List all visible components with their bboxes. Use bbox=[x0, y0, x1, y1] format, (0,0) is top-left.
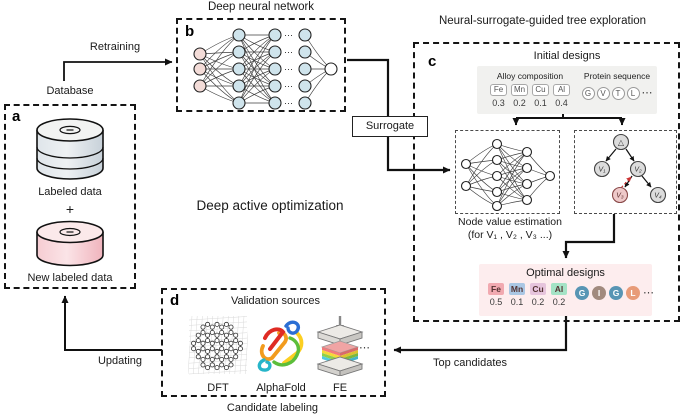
panel-c-box: c Initial designs Alloy composition Fe 0.… bbox=[413, 42, 680, 322]
svg-text:⋯: ⋯ bbox=[284, 30, 293, 40]
alloy-chip: Fe bbox=[490, 84, 507, 96]
protein-residue: L bbox=[626, 87, 640, 100]
validation-sources-title: Validation sources bbox=[230, 295, 321, 307]
protein-residue: V bbox=[596, 87, 610, 100]
optimal-residue-circle: G bbox=[575, 286, 589, 300]
optimal-residue-circle: G bbox=[609, 286, 623, 300]
candidate-labeling-caption: Candidate labeling bbox=[226, 402, 319, 414]
initial-designs-title: Initial designs bbox=[533, 50, 601, 62]
source-label-fe: FE bbox=[332, 382, 348, 394]
alloy-value: 0.3 bbox=[492, 98, 505, 108]
tree-node-label: V₄ bbox=[654, 193, 662, 200]
fe-press-icon bbox=[316, 316, 364, 376]
optimal-element-value: 0.1 bbox=[510, 297, 524, 307]
tree-node bbox=[649, 186, 667, 204]
node-value-estimation-caption: Node value estimation (for V₁ , V₂ , V₃ … bbox=[435, 216, 585, 242]
optimal-element-chip: Al bbox=[551, 283, 567, 295]
tree-edge bbox=[625, 148, 635, 162]
tree-diagram: △ V₁ V₂ V₃ V₄ bbox=[593, 133, 667, 204]
new-labeled-data-label: New labeled data bbox=[27, 272, 113, 284]
deep-active-optimization-label: Deep active optimization bbox=[196, 198, 344, 213]
alloy-composition-label: Alloy composition bbox=[496, 71, 564, 81]
retraining-label: Retraining bbox=[89, 41, 141, 53]
source-label-dft: DFT bbox=[207, 382, 229, 394]
alloy-chip: Al bbox=[553, 84, 570, 96]
optimal-element-chip: Cu bbox=[530, 283, 546, 295]
tree-node-label: V₂ bbox=[634, 167, 642, 174]
tree-box: △ V₁ V₂ V₃ V₄ bbox=[574, 130, 677, 214]
source-label-alphafold: AlphaFold bbox=[256, 382, 306, 394]
optimal-designs-title: Optimal designs bbox=[526, 267, 605, 279]
dft-lattice-icon bbox=[188, 315, 248, 375]
panel-b-box: b ⋯ ⋯ ⋯ ⋯ ⋯ bbox=[176, 18, 346, 112]
svg-text:⋯: ⋯ bbox=[284, 81, 293, 91]
alloy-value: 0.4 bbox=[555, 98, 568, 108]
optimal-protein-group: G I G L ⋯ bbox=[575, 286, 654, 300]
initial-designs-box: Alloy composition Fe 0.3 Mn 0.2 Cu 0.1 Al 0.… bbox=[477, 66, 657, 114]
updating-arrow bbox=[61, 295, 162, 351]
sources-ellipsis: ⋯ bbox=[359, 342, 370, 354]
svg-text:⋯: ⋯ bbox=[284, 98, 293, 108]
optimal-residue-circle: I bbox=[592, 286, 606, 300]
plus-sign: + bbox=[65, 201, 75, 217]
alloy-chip: Cu bbox=[532, 84, 549, 96]
tree-root-node bbox=[612, 133, 630, 151]
panel-a-letter: a bbox=[12, 108, 21, 125]
tree-edge bbox=[641, 175, 652, 188]
panel-d-letter: d bbox=[170, 292, 180, 309]
protein-residue: T bbox=[611, 87, 625, 100]
protein-ellipsis: ⋯ bbox=[641, 87, 653, 99]
retraining-arrow bbox=[63, 58, 173, 81]
neural-network-diagram: ⋯ ⋯ ⋯ ⋯ ⋯ bbox=[193, 28, 338, 110]
tree-root-symbol: △ bbox=[618, 138, 625, 147]
alphafold-protein-icon bbox=[257, 320, 304, 372]
alloy-composition-group: Alloy composition Fe 0.3 Mn 0.2 Cu 0.1 Al 0.… bbox=[481, 71, 579, 108]
panel-c-letter: c bbox=[428, 53, 437, 70]
new-data-cylinder-icon bbox=[36, 220, 104, 267]
tree-node-selected bbox=[611, 186, 629, 204]
tree-node bbox=[593, 160, 611, 178]
tree-backprop-edge bbox=[620, 176, 632, 189]
deep-neural-network-title: Deep neural network bbox=[207, 1, 315, 13]
database-stack-icon bbox=[36, 118, 104, 180]
panel-a-box: a Labeled data + New labeled data bbox=[4, 104, 136, 289]
database-label: Database bbox=[46, 85, 94, 97]
svg-text:⋯: ⋯ bbox=[284, 64, 293, 74]
top-candidates-label: Top candidates bbox=[433, 357, 507, 369]
alloy-chip: Mn bbox=[511, 84, 528, 96]
optimal-element-value: 0.2 bbox=[552, 297, 566, 307]
protein-sequence-label: Protein sequence bbox=[583, 71, 651, 81]
updating-label: Updating bbox=[97, 355, 143, 367]
node-value-line2: (for V₁ , V₂ , V₃ ...) bbox=[467, 229, 553, 242]
labeled-data-label: Labeled data bbox=[38, 186, 102, 198]
optimal-alloy-group: Fe 0.5 Mn 0.1 Cu 0.2 Al 0.2 bbox=[487, 283, 568, 307]
tree-edge bbox=[605, 148, 617, 162]
node-value-line1: Node value estimation bbox=[458, 216, 562, 228]
protein-residue: G bbox=[581, 87, 595, 100]
optimal-residue-circle: L bbox=[626, 286, 640, 300]
protein-sequence-group: Protein sequence G V T L ⋯ bbox=[579, 71, 655, 100]
optimal-element-value: 0.2 bbox=[531, 297, 545, 307]
tree-node-label: V₃ bbox=[616, 193, 624, 200]
optimal-element-chip: Fe bbox=[488, 283, 504, 295]
surrogate-box: Surrogate bbox=[352, 116, 428, 137]
optimal-ellipsis: ⋯ bbox=[643, 286, 654, 299]
alloy-value: 0.1 bbox=[534, 98, 547, 108]
tree-node-label: V₁ bbox=[599, 167, 607, 174]
node-estimation-box bbox=[455, 130, 560, 214]
panel-d-box: d Validation sources DFT AlphaFold FE ⋯ bbox=[161, 288, 386, 397]
svg-text:⋯: ⋯ bbox=[284, 47, 293, 57]
optimal-element-chip: Mn bbox=[509, 283, 525, 295]
optimal-element-value: 0.5 bbox=[489, 297, 503, 307]
tree-edge bbox=[624, 175, 633, 188]
tree-node bbox=[629, 160, 647, 178]
alloy-value: 0.2 bbox=[513, 98, 526, 108]
panel-b-letter: b bbox=[185, 23, 195, 40]
surrogate-network-diagram bbox=[460, 138, 556, 212]
tree-exploration-title: Neural-surrogate-guided tree exploration bbox=[438, 15, 647, 27]
